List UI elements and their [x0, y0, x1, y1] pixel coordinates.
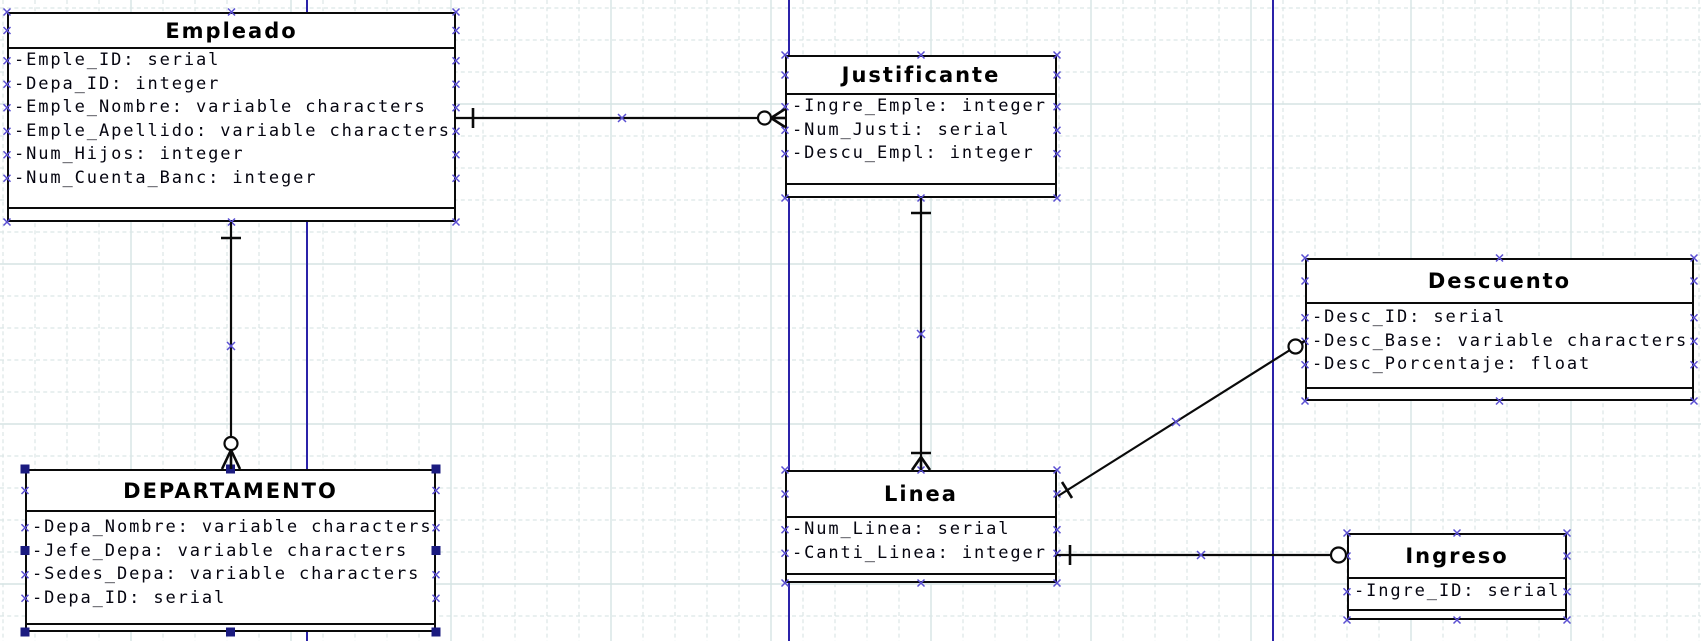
entity-linea[interactable]: Linea -Num_Linea: serial -Canti_Linea: in… [785, 470, 1057, 583]
entity-justificante[interactable]: Justificante -Ingre_Emple: integer -Num_J… [785, 55, 1057, 198]
attribute-row[interactable]: -Num_Cuenta_Banc: integer [14, 167, 318, 188]
entity-attributes: -Ingre_Emple: integer -Num_Justi: serial -… [787, 93, 1055, 183]
attribute-row[interactable]: -Desc_Porcentaje: float [1312, 354, 1592, 374]
entity-footer [787, 573, 1055, 581]
attribute-row[interactable]: -Sedes_Depa: variable characters [32, 564, 421, 584]
attribute-row[interactable]: -Desc_ID: serial [1312, 307, 1507, 327]
entity-title: Ingreso [1405, 544, 1509, 568]
entity-title: DEPARTAMENTO [123, 478, 338, 503]
entity-departamento[interactable]: DEPARTAMENTO -Depa_Nombre: variable char… [25, 469, 436, 632]
entity-attributes: -Ingre_ID: serial [1349, 577, 1565, 609]
entity-attributes: -Num_Linea: serial -Canti_Linea: integer [787, 516, 1055, 573]
attribute-row[interactable]: -Depa_ID: integer [14, 73, 221, 94]
attribute-row[interactable]: -Depa_Nombre: variable characters [32, 517, 433, 537]
entity-footer [9, 207, 454, 220]
attribute-row[interactable]: -Num_Hijos: integer [14, 144, 245, 164]
entity-title: Justificante [841, 63, 1001, 87]
entity-footer [1349, 609, 1565, 618]
entity-title: Empleado [165, 18, 298, 43]
entity-attributes: -Depa_Nombre: variable characters -Jefe_D… [27, 510, 434, 623]
attribute-row[interactable]: -Emple_Apellido: variable characters [14, 120, 451, 141]
attribute-row[interactable]: -Num_Linea: serial [792, 519, 1011, 539]
entity-title: Linea [884, 482, 958, 506]
attribute-row[interactable]: -Canti_Linea: integer [792, 542, 1047, 563]
entity-footer [787, 183, 1055, 196]
attribute-row[interactable]: -Jefe_Depa: variable characters [32, 540, 409, 561]
entity-attributes: -Desc_ID: serial -Desc_Base: variable cha… [1307, 302, 1692, 387]
entity-title: Descuento [1427, 269, 1572, 293]
entity-attributes: -Emple_ID: serial -Depa_ID: integer -Emple… [9, 47, 454, 207]
attribute-row[interactable]: -Ingre_Emple: integer [792, 96, 1047, 116]
attribute-row[interactable]: -Emple_Nombre: variable characters [14, 97, 427, 117]
entity-descuento[interactable]: Descuento -Desc_ID: serial -Desc_Base: va… [1305, 258, 1694, 401]
attribute-row[interactable]: -Descu_Empl: integer [792, 143, 1035, 163]
attribute-row[interactable]: -Ingre_ID: serial [1354, 581, 1561, 601]
entity-empleado[interactable]: Empleado -Emple_ID: serial -Depa_ID: inte… [7, 12, 456, 222]
entity-footer [27, 623, 434, 630]
attribute-row[interactable]: -Emple_ID: serial [14, 50, 221, 70]
entity-footer [1307, 387, 1692, 399]
attribute-row[interactable]: -Depa_ID: serial [32, 587, 227, 608]
attribute-row[interactable]: -Num_Justi: serial [792, 119, 1011, 140]
entity-ingreso[interactable]: Ingreso -Ingre_ID: serial [1347, 533, 1567, 620]
attribute-row[interactable]: -Desc_Base: variable characters [1312, 330, 1689, 351]
